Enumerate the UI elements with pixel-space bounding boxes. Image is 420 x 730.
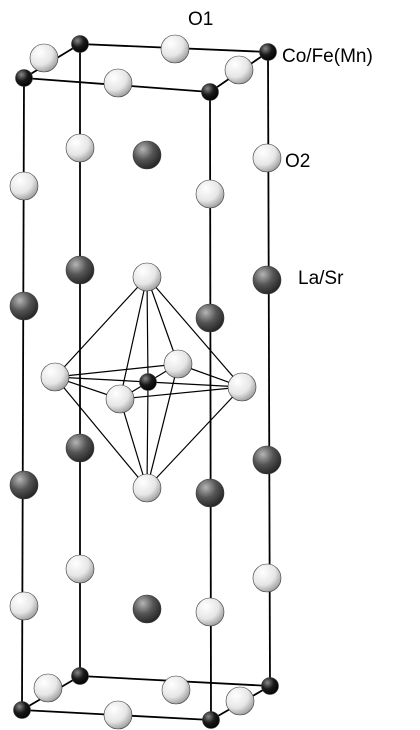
co-fe-atom	[13, 701, 31, 719]
oxygen-atom	[40, 362, 70, 392]
atoms-layer	[9, 34, 282, 730]
oxygen-atom	[224, 55, 254, 85]
co-fe-atom	[71, 35, 89, 53]
oxygen-atom	[160, 34, 190, 64]
oxygen-atom	[225, 686, 255, 716]
la-sr-atom	[9, 470, 39, 500]
oxygen-atom	[65, 554, 95, 584]
co-fe-atom	[261, 677, 279, 695]
la-sr-atom	[195, 303, 225, 333]
co-fe-atom	[15, 69, 33, 87]
octahedron-edge	[146, 276, 149, 383]
oxygen-atom	[161, 675, 191, 705]
octahedron-edge	[119, 276, 148, 400]
oxygen-atom	[252, 563, 282, 593]
octahedron-edge	[146, 386, 243, 489]
oxygen-atom	[103, 68, 133, 98]
oxygen-atom	[132, 473, 162, 503]
oxygen-atom	[9, 171, 39, 201]
la-sr-atom	[65, 255, 95, 285]
oxygen-atom	[103, 700, 133, 730]
la-sr-atom	[132, 594, 162, 624]
octahedron-edge	[119, 386, 243, 400]
octahedron-edge	[54, 276, 148, 378]
oxygen-atom	[163, 349, 193, 379]
oxygen-atom	[227, 372, 257, 402]
label-o2: O2	[285, 151, 310, 172]
octahedron-edge	[146, 381, 149, 489]
octahedron-edge	[146, 363, 179, 489]
oxygen-atom	[33, 673, 63, 703]
co-fe-atom	[201, 83, 219, 101]
la-sr-atom	[252, 265, 282, 295]
label-o1: O1	[188, 9, 213, 30]
la-sr-atom	[252, 445, 282, 475]
octahedron-edge	[54, 376, 148, 489]
label-a-site: La/Sr	[298, 268, 344, 289]
oxygen-atom	[65, 133, 95, 163]
oxygen-atom	[132, 262, 162, 292]
co-fe-atom	[139, 373, 157, 391]
la-sr-atom	[195, 478, 225, 508]
la-sr-atom	[9, 291, 39, 321]
oxygen-atom	[195, 179, 225, 209]
co-fe-atom	[259, 43, 277, 61]
oxygen-atom	[9, 591, 39, 621]
octahedron-edge	[54, 363, 179, 378]
oxygen-atom	[105, 384, 135, 414]
la-sr-atom	[65, 433, 95, 463]
octahedron-edge	[146, 276, 243, 388]
oxygen-atom	[29, 43, 59, 73]
label-b-site: Co/Fe(Mn)	[282, 46, 373, 67]
la-sr-atom	[132, 140, 162, 170]
co-fe-atom	[202, 711, 220, 729]
oxygen-atom	[195, 597, 225, 627]
co-fe-atom	[71, 667, 89, 685]
octahedron-edge	[119, 398, 148, 489]
octahedron-edge	[146, 276, 179, 365]
oxygen-atom	[252, 143, 282, 173]
